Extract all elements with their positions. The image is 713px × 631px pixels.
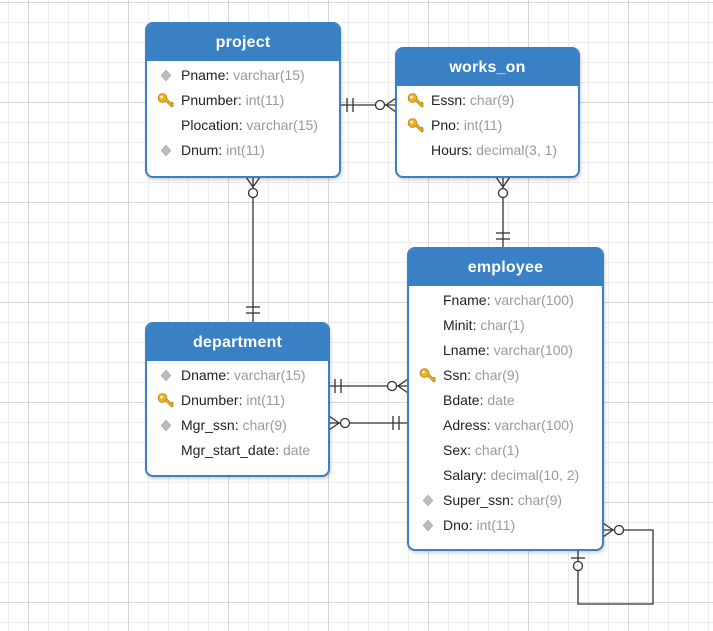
field-type: varchar(100) [494,417,574,433]
field-type: varchar(15) [233,67,305,83]
field-list: Dname: varchar(15) Dnumber: int(11) Mgr_… [147,361,328,463]
key-icon [157,92,175,109]
field-row[interactable]: Dname: varchar(15) [147,363,328,388]
field-name: Lname [443,342,486,358]
rel-department-employee-b [328,415,408,431]
field-name: Sex [443,442,468,458]
field-name: Plocation [181,117,239,133]
field-row[interactable]: Mgr_start_date: date [181,442,311,458]
field-row[interactable]: Pname: varchar(15) [147,63,339,88]
field-type: decimal(3, 1) [476,142,558,158]
field-list: Essn: char(9) Pno: int(11) Hours: decima… [397,86,578,163]
entity-works-on[interactable]: works_on Essn: char(9) Pno: int(11) Hour… [395,47,580,178]
field-name: Pnumber [181,92,238,108]
field-name: Ssn [443,367,468,383]
field-type: decimal(10, 2) [490,467,580,483]
field-type: varchar(100) [493,342,573,358]
field-type: char(9) [474,367,520,383]
field-row[interactable]: Plocation: varchar(15) [181,117,318,133]
field-type: date [487,392,515,408]
field-row[interactable]: Sex: char(1) [443,442,520,458]
field-list: Fname: varchar(100) Minit: char(1) Lname… [409,286,602,538]
field-row[interactable]: Lname: varchar(100) [443,342,573,358]
field-type: date [282,442,311,458]
field-type: int(11) [476,517,516,533]
field-name: Mgr_start_date [181,442,276,458]
field-row[interactable]: Pnumber: int(11) [147,88,339,113]
field-type: int(11) [245,92,285,108]
field-row[interactable]: Dno: int(11) [409,513,602,538]
rel-employee-self [571,522,654,605]
field-name: Adress [443,417,487,433]
field-type: varchar(15) [246,117,318,133]
field-type: varchar(100) [494,292,574,308]
key-icon [407,117,425,134]
diamond-icon [419,492,437,509]
field-type: varchar(15) [233,367,306,383]
field-name: Bdate [443,392,480,408]
entity-employee[interactable]: employee Fname: varchar(100) Minit: char… [407,247,604,551]
field-row[interactable]: Dnumber: int(11) [147,388,328,413]
field-type: int(11) [463,117,503,133]
field-list: Pname: varchar(15) Pnumber: int(11) Ploc… [147,61,339,163]
entity-title[interactable]: department [147,324,328,361]
field-row[interactable]: Super_ssn: char(9) [409,488,602,513]
field-name: Dname [181,367,227,383]
diamond-icon [157,142,175,159]
field-name: Super_ssn [443,492,510,508]
field-name: Essn [431,92,463,108]
diamond-icon [157,67,175,84]
field-row[interactable]: Hours: decimal(3, 1) [431,142,558,158]
field-row[interactable]: Adress: varchar(100) [443,417,574,433]
field-row[interactable]: Essn: char(9) [397,88,578,113]
entity-title[interactable]: project [147,24,339,61]
field-type: char(9) [517,492,563,508]
field-name: Mgr_ssn [181,417,235,433]
key-icon [407,92,425,109]
field-row[interactable]: Mgr_ssn: char(9) [147,413,328,438]
key-icon [157,392,175,409]
field-type: char(9) [469,92,515,108]
field-name: Dnum [181,142,219,158]
field-row[interactable]: Bdate: date [443,392,515,408]
field-type: char(1) [480,317,525,333]
field-row[interactable]: Pno: int(11) [397,113,578,138]
diamond-icon [157,417,175,434]
field-type: int(11) [226,142,265,158]
field-type: char(9) [242,417,287,433]
field-row[interactable]: Ssn: char(9) [409,363,602,388]
field-type: int(11) [246,392,286,408]
field-row[interactable]: Dnum: int(11) [147,138,339,163]
field-name: Minit [443,317,473,333]
diamond-icon [157,367,175,384]
field-row[interactable]: Fname: varchar(100) [443,292,574,308]
rel-project-department [245,176,261,322]
rel-works-on-employee [495,176,511,248]
field-name: Dnumber [181,392,239,408]
rel-department-employee-a [329,378,409,394]
field-name: Fname [443,292,487,308]
field-row[interactable]: Minit: char(1) [443,317,525,333]
key-icon [419,367,437,384]
field-row[interactable]: Salary: decimal(10, 2) [443,467,580,483]
entity-title[interactable]: works_on [397,49,578,86]
entity-title[interactable]: employee [409,249,602,286]
rel-project-works-on [341,97,397,113]
field-name: Pname [181,67,226,83]
field-name: Pno [431,117,456,133]
field-name: Hours [431,142,469,158]
entity-department[interactable]: department Dname: varchar(15) Dnumber: i… [145,322,330,477]
field-name: Salary [443,467,483,483]
field-type: char(1) [474,442,520,458]
diamond-icon [419,517,437,534]
entity-project[interactable]: project Pname: varchar(15) Pnumber: int(… [145,22,341,178]
field-name: Dno [443,517,469,533]
